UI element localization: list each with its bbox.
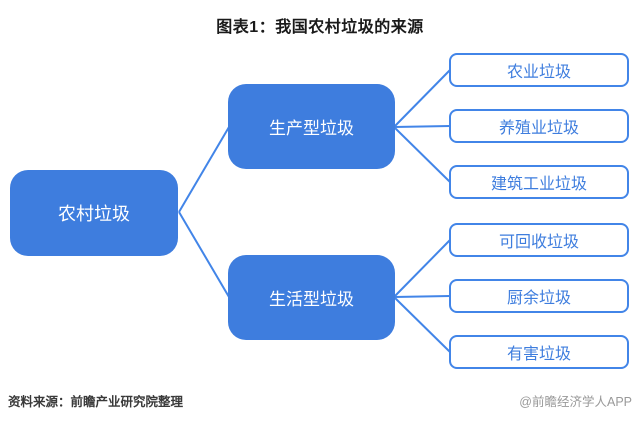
source-note: 资料来源：前瞻产业研究院整理 (8, 395, 184, 409)
chart-title: 图表1：我国农村垃圾的来源 (216, 19, 424, 36)
leaf-node-agricultural-garbage: 农业垃圾 (449, 53, 629, 87)
connector-line (178, 126, 230, 213)
watermark-text: @前瞻经济学人APP (519, 395, 632, 409)
connector-line (393, 239, 451, 298)
connector-line (393, 69, 451, 128)
connector-line (393, 126, 451, 183)
connector-line (393, 295, 451, 298)
branch-node-living-garbage: 生活型垃圾 (228, 255, 395, 340)
leaf-node-hazardous-garbage: 有害垃圾 (449, 335, 629, 369)
connector-line (393, 125, 451, 128)
root-node-rural-garbage: 农村垃圾 (10, 170, 178, 256)
leaf-node-kitchen-garbage: 厨余垃圾 (449, 279, 629, 313)
leaf-node-recyclable-garbage: 可回收垃圾 (449, 223, 629, 257)
branch-node-production-garbage: 生产型垃圾 (228, 84, 395, 169)
leaf-node-construction-industry-garbage: 建筑工业垃圾 (449, 165, 629, 199)
connector-line (178, 211, 230, 298)
leaf-node-breeding-garbage: 养殖业垃圾 (449, 109, 629, 143)
connector-line (393, 296, 451, 353)
